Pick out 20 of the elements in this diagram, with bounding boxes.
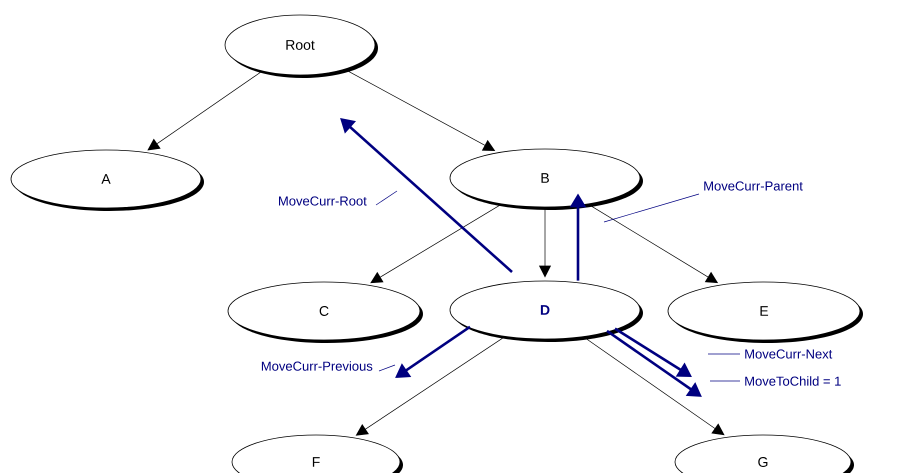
ellipse-node: B <box>450 148 643 210</box>
leader-line <box>376 190 398 206</box>
move-label: MoveCurr-Parent <box>704 181 803 191</box>
ellipse-node: C <box>228 282 423 343</box>
move-label: MoveCurr-Root <box>279 196 367 206</box>
move-label: MoveCurr-Previous <box>262 361 372 371</box>
leader-line <box>710 380 740 382</box>
ellipse-node: G <box>674 434 854 473</box>
ellipse-node: D <box>450 280 643 342</box>
leader-line <box>378 364 396 372</box>
ellipse-node: F <box>232 434 403 473</box>
arrow <box>356 336 506 436</box>
arrow <box>370 204 502 284</box>
ellipse-node: E <box>668 282 863 343</box>
node-label: G <box>758 457 768 467</box>
move-label: MoveToChild = 1 <box>745 376 841 386</box>
leader-line <box>604 194 700 222</box>
ellipse-node: Root <box>224 14 378 78</box>
move-label: MoveCurr-Next <box>745 349 832 359</box>
ellipse-node: A <box>10 150 204 211</box>
